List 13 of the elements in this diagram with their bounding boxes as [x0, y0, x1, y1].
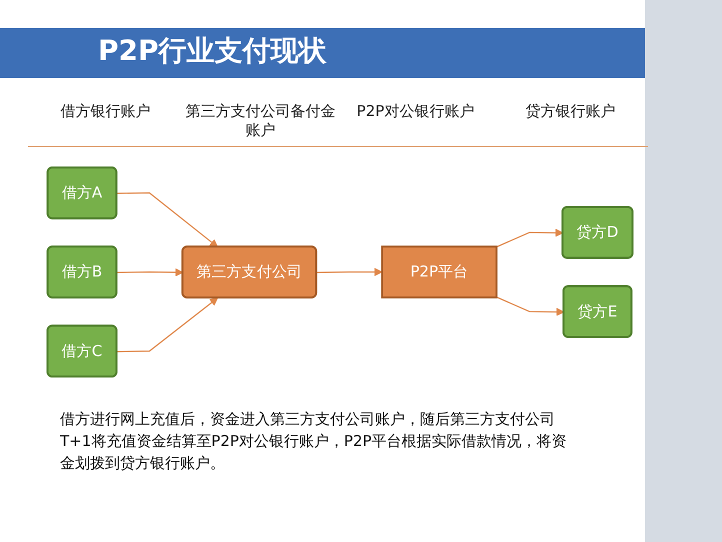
- arrow: [316, 268, 382, 276]
- slide-title: P2P行业支付现状: [98, 33, 327, 69]
- arrow: [116, 192, 218, 248]
- column-header: P2P对公银行账户: [356, 101, 476, 122]
- arrow: [116, 268, 184, 276]
- caption-paragraph: 借方进行网上充值后，资金进入第三方支付公司账户，随后第三方支付公司T+1将充值资金结算至P2P对公银行账户，P2P平台根据实际借款情况，将资金划拨到贷方银行账户。: [60, 409, 568, 474]
- arrow: [116, 298, 218, 352]
- column-header: 贷方银行账户: [524, 101, 616, 122]
- node-box: P2P平台: [381, 246, 498, 298]
- column-header: 第三方支付公司备付金账户: [184, 101, 336, 141]
- arrow: [496, 228, 564, 248]
- column-header: 借方银行账户: [60, 101, 152, 122]
- arrow: [496, 296, 564, 316]
